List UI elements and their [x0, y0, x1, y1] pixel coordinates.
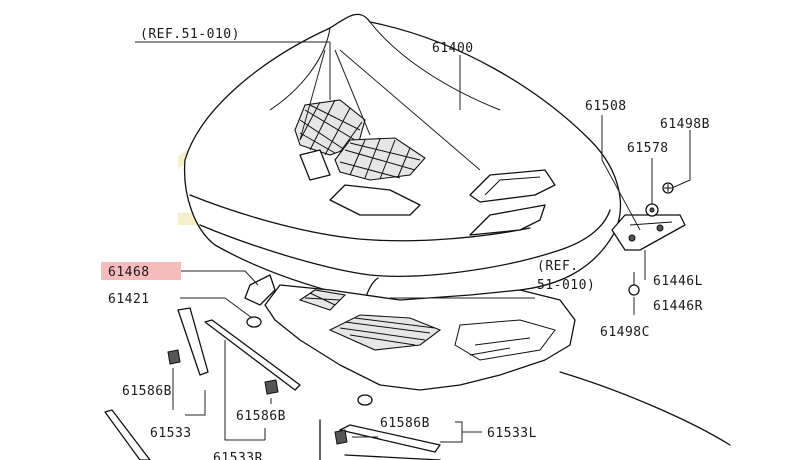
grommet-61421-left[interactable]	[246, 316, 262, 328]
seal-61533l[interactable]	[339, 424, 441, 453]
bolt-61498b[interactable]	[662, 182, 674, 194]
hood-bracket-right[interactable]	[469, 204, 546, 236]
hood-scoop-side[interactable]	[469, 169, 556, 203]
highlight-61468	[101, 262, 181, 280]
label-61533r[interactable]: 61533R	[213, 451, 263, 460]
grommet-61421-right[interactable]	[357, 394, 373, 406]
label-61468[interactable]: 61468	[108, 265, 150, 280]
label-61498b[interactable]: 61498B	[660, 117, 710, 132]
label-61578[interactable]: 61578	[627, 141, 669, 156]
seal-61533-left-upper[interactable]	[177, 307, 209, 376]
label-61586b-mid[interactable]: 61586B	[236, 409, 286, 424]
seal-lower-edge	[344, 454, 441, 460]
fender-edge	[559, 371, 731, 446]
label-61508[interactable]: 61508	[585, 99, 627, 114]
label-ref-mid-1: (REF.	[537, 259, 579, 274]
label-61421[interactable]: 61421	[108, 292, 150, 307]
label-61446r[interactable]: 61446R	[653, 299, 703, 314]
bolt-61578[interactable]	[645, 203, 659, 217]
hood-hinge[interactable]	[611, 214, 686, 251]
bolt-61498c[interactable]	[628, 272, 640, 296]
label-ref-mid-2: 51-010)	[537, 278, 595, 293]
seal-61533r[interactable]	[204, 319, 301, 391]
seal-61533[interactable]	[104, 409, 151, 460]
clip-61586b-left[interactable]	[167, 349, 181, 365]
bracket-61468[interactable]	[244, 274, 276, 306]
label-61446l[interactable]: 61446L	[653, 274, 703, 289]
label-61586b-left[interactable]: 61586B	[122, 384, 172, 399]
hood-bracket-left[interactable]	[329, 184, 421, 216]
hood-bracket-small[interactable]	[299, 149, 331, 181]
label-61400[interactable]: 61400	[432, 41, 474, 56]
label-61533[interactable]: 61533	[150, 426, 192, 441]
hood-scoop-right[interactable]	[334, 137, 426, 181]
leader-lines	[135, 41, 691, 443]
label-ref-top: (REF.51-010)	[140, 27, 240, 42]
label-61498c[interactable]: 61498C	[600, 325, 650, 340]
clip-61586b-mid[interactable]	[264, 379, 279, 395]
clip-61586b-right[interactable]	[334, 429, 348, 445]
label-61533l[interactable]: 61533L	[487, 426, 537, 441]
label-61586b-right[interactable]: 61586B	[380, 416, 430, 431]
hood-insulator[interactable]	[264, 284, 576, 391]
hood-scoop-left[interactable]	[294, 99, 366, 156]
